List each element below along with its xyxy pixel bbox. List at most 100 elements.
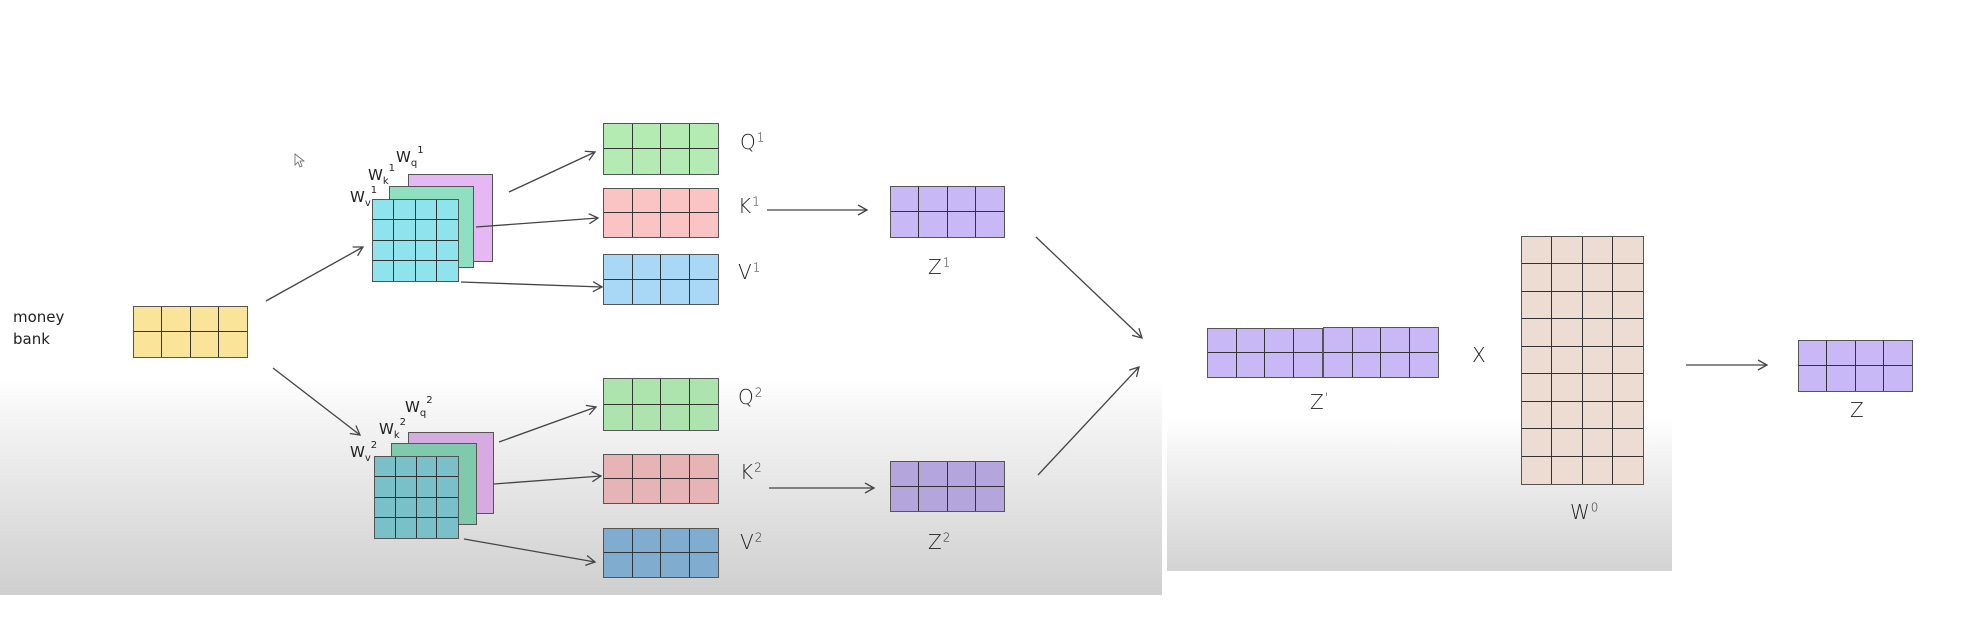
arrow <box>265 246 365 302</box>
matrix-cell <box>1522 264 1553 292</box>
wq2-label: Wq2 <box>405 395 433 419</box>
matrix-cell <box>1883 341 1912 366</box>
matrix-cell <box>632 455 661 479</box>
matrix-cell <box>1612 292 1643 320</box>
wv2-matrix <box>374 456 459 539</box>
matrix-cell <box>190 307 219 332</box>
label-base: K <box>738 194 753 218</box>
matrix-cell <box>891 462 920 487</box>
label-subscript: v <box>364 453 371 464</box>
matrix-cell <box>632 379 661 405</box>
matrix-cell <box>1352 328 1381 353</box>
matrix-cell <box>661 255 690 280</box>
matrix-cell <box>416 260 437 281</box>
v1-matrix <box>603 254 719 305</box>
arrow <box>475 213 600 228</box>
label-base: Q <box>740 130 757 154</box>
matrix-cell <box>1582 291 1613 320</box>
q1-matrix <box>603 123 719 175</box>
w-out-matrix <box>1521 236 1644 485</box>
matrix-cell <box>1582 319 1613 347</box>
v2-matrix <box>603 528 719 578</box>
label-superscript: 2 <box>754 460 763 475</box>
matrix-cell <box>919 486 948 511</box>
matrix-cell <box>394 220 416 241</box>
label-superscript: 2 <box>754 530 764 545</box>
matrix-cell <box>1612 264 1643 292</box>
matrix-cell <box>661 124 690 149</box>
matrix-cell <box>1552 319 1583 347</box>
matrix-cell <box>396 517 417 538</box>
z2-label: Z2 <box>928 530 951 554</box>
matrix-cell <box>394 260 416 281</box>
matrix-cell <box>395 497 417 518</box>
label-subscript: q <box>410 158 418 169</box>
arrow <box>493 471 603 485</box>
arrow <box>508 150 597 193</box>
matrix-cell <box>1522 237 1553 265</box>
k2-label: K2 <box>740 460 763 484</box>
matrix-cell <box>919 462 948 487</box>
matrix-cell <box>604 379 633 405</box>
matrix-cell <box>218 307 247 332</box>
k1-matrix <box>603 188 719 238</box>
matrix-cell <box>947 187 976 212</box>
matrix-cell <box>1612 402 1643 430</box>
matrix-cell <box>633 479 661 503</box>
label-superscript: 1 <box>752 260 762 275</box>
matrix-cell <box>1582 346 1613 375</box>
matrix-cell <box>375 477 396 498</box>
matrix-cell <box>1582 237 1613 265</box>
matrix-cell <box>919 187 948 212</box>
matrix-cell <box>604 189 633 213</box>
matrix-cell <box>661 529 690 553</box>
matrix-cell <box>436 200 458 221</box>
matrix-cell <box>661 404 690 430</box>
matrix-cell <box>373 200 395 221</box>
matrix-cell <box>689 379 718 405</box>
z1-label: Z1 <box>928 255 951 279</box>
label-superscript: 2 <box>426 395 433 406</box>
matrix-cell <box>191 332 219 357</box>
label-superscript: 2 <box>399 417 407 428</box>
matrix-cell <box>661 189 690 213</box>
matrix-cell <box>633 213 661 237</box>
matrix-cell <box>1827 341 1856 366</box>
matrix-cell <box>375 497 396 518</box>
matrix-cell <box>632 189 661 213</box>
label-base: W <box>368 166 383 184</box>
mouse-cursor-icon <box>294 153 306 168</box>
matrix-cell <box>1522 346 1553 375</box>
matrix-cell <box>375 457 396 478</box>
matrix-cell <box>1265 353 1294 377</box>
z2-matrix <box>890 461 1005 512</box>
label-base: W <box>350 443 365 461</box>
matrix-cell <box>689 255 718 280</box>
label-superscript: 1 <box>752 194 761 209</box>
wv2-label: Wv2 <box>350 440 377 464</box>
matrix-cell <box>1612 347 1643 375</box>
matrix-cell <box>661 553 690 577</box>
word-bank: bank <box>13 330 50 348</box>
matrix-cell <box>134 332 163 357</box>
q2-label: Q2 <box>738 385 763 409</box>
matrix-cell <box>1552 346 1583 375</box>
matrix-cell <box>1353 352 1381 377</box>
matrix-cell <box>661 455 690 479</box>
label-base: W <box>379 420 394 438</box>
matrix-cell <box>436 241 458 261</box>
matrix-cell <box>1522 429 1553 457</box>
matrix-cell <box>1552 237 1583 265</box>
matrix-cell <box>373 220 395 241</box>
arrow <box>1035 236 1143 339</box>
matrix-cell <box>661 379 690 405</box>
matrix-cell <box>632 124 661 149</box>
matrix-cell <box>162 332 191 357</box>
matrix-cell <box>1799 341 1828 366</box>
label-base: V <box>738 260 753 284</box>
wv1-label: Wv1 <box>350 185 377 209</box>
matrix-cell <box>1324 328 1353 353</box>
matrix-cell <box>134 307 163 332</box>
matrix-cell <box>975 187 1004 212</box>
matrix-cell <box>395 457 417 478</box>
